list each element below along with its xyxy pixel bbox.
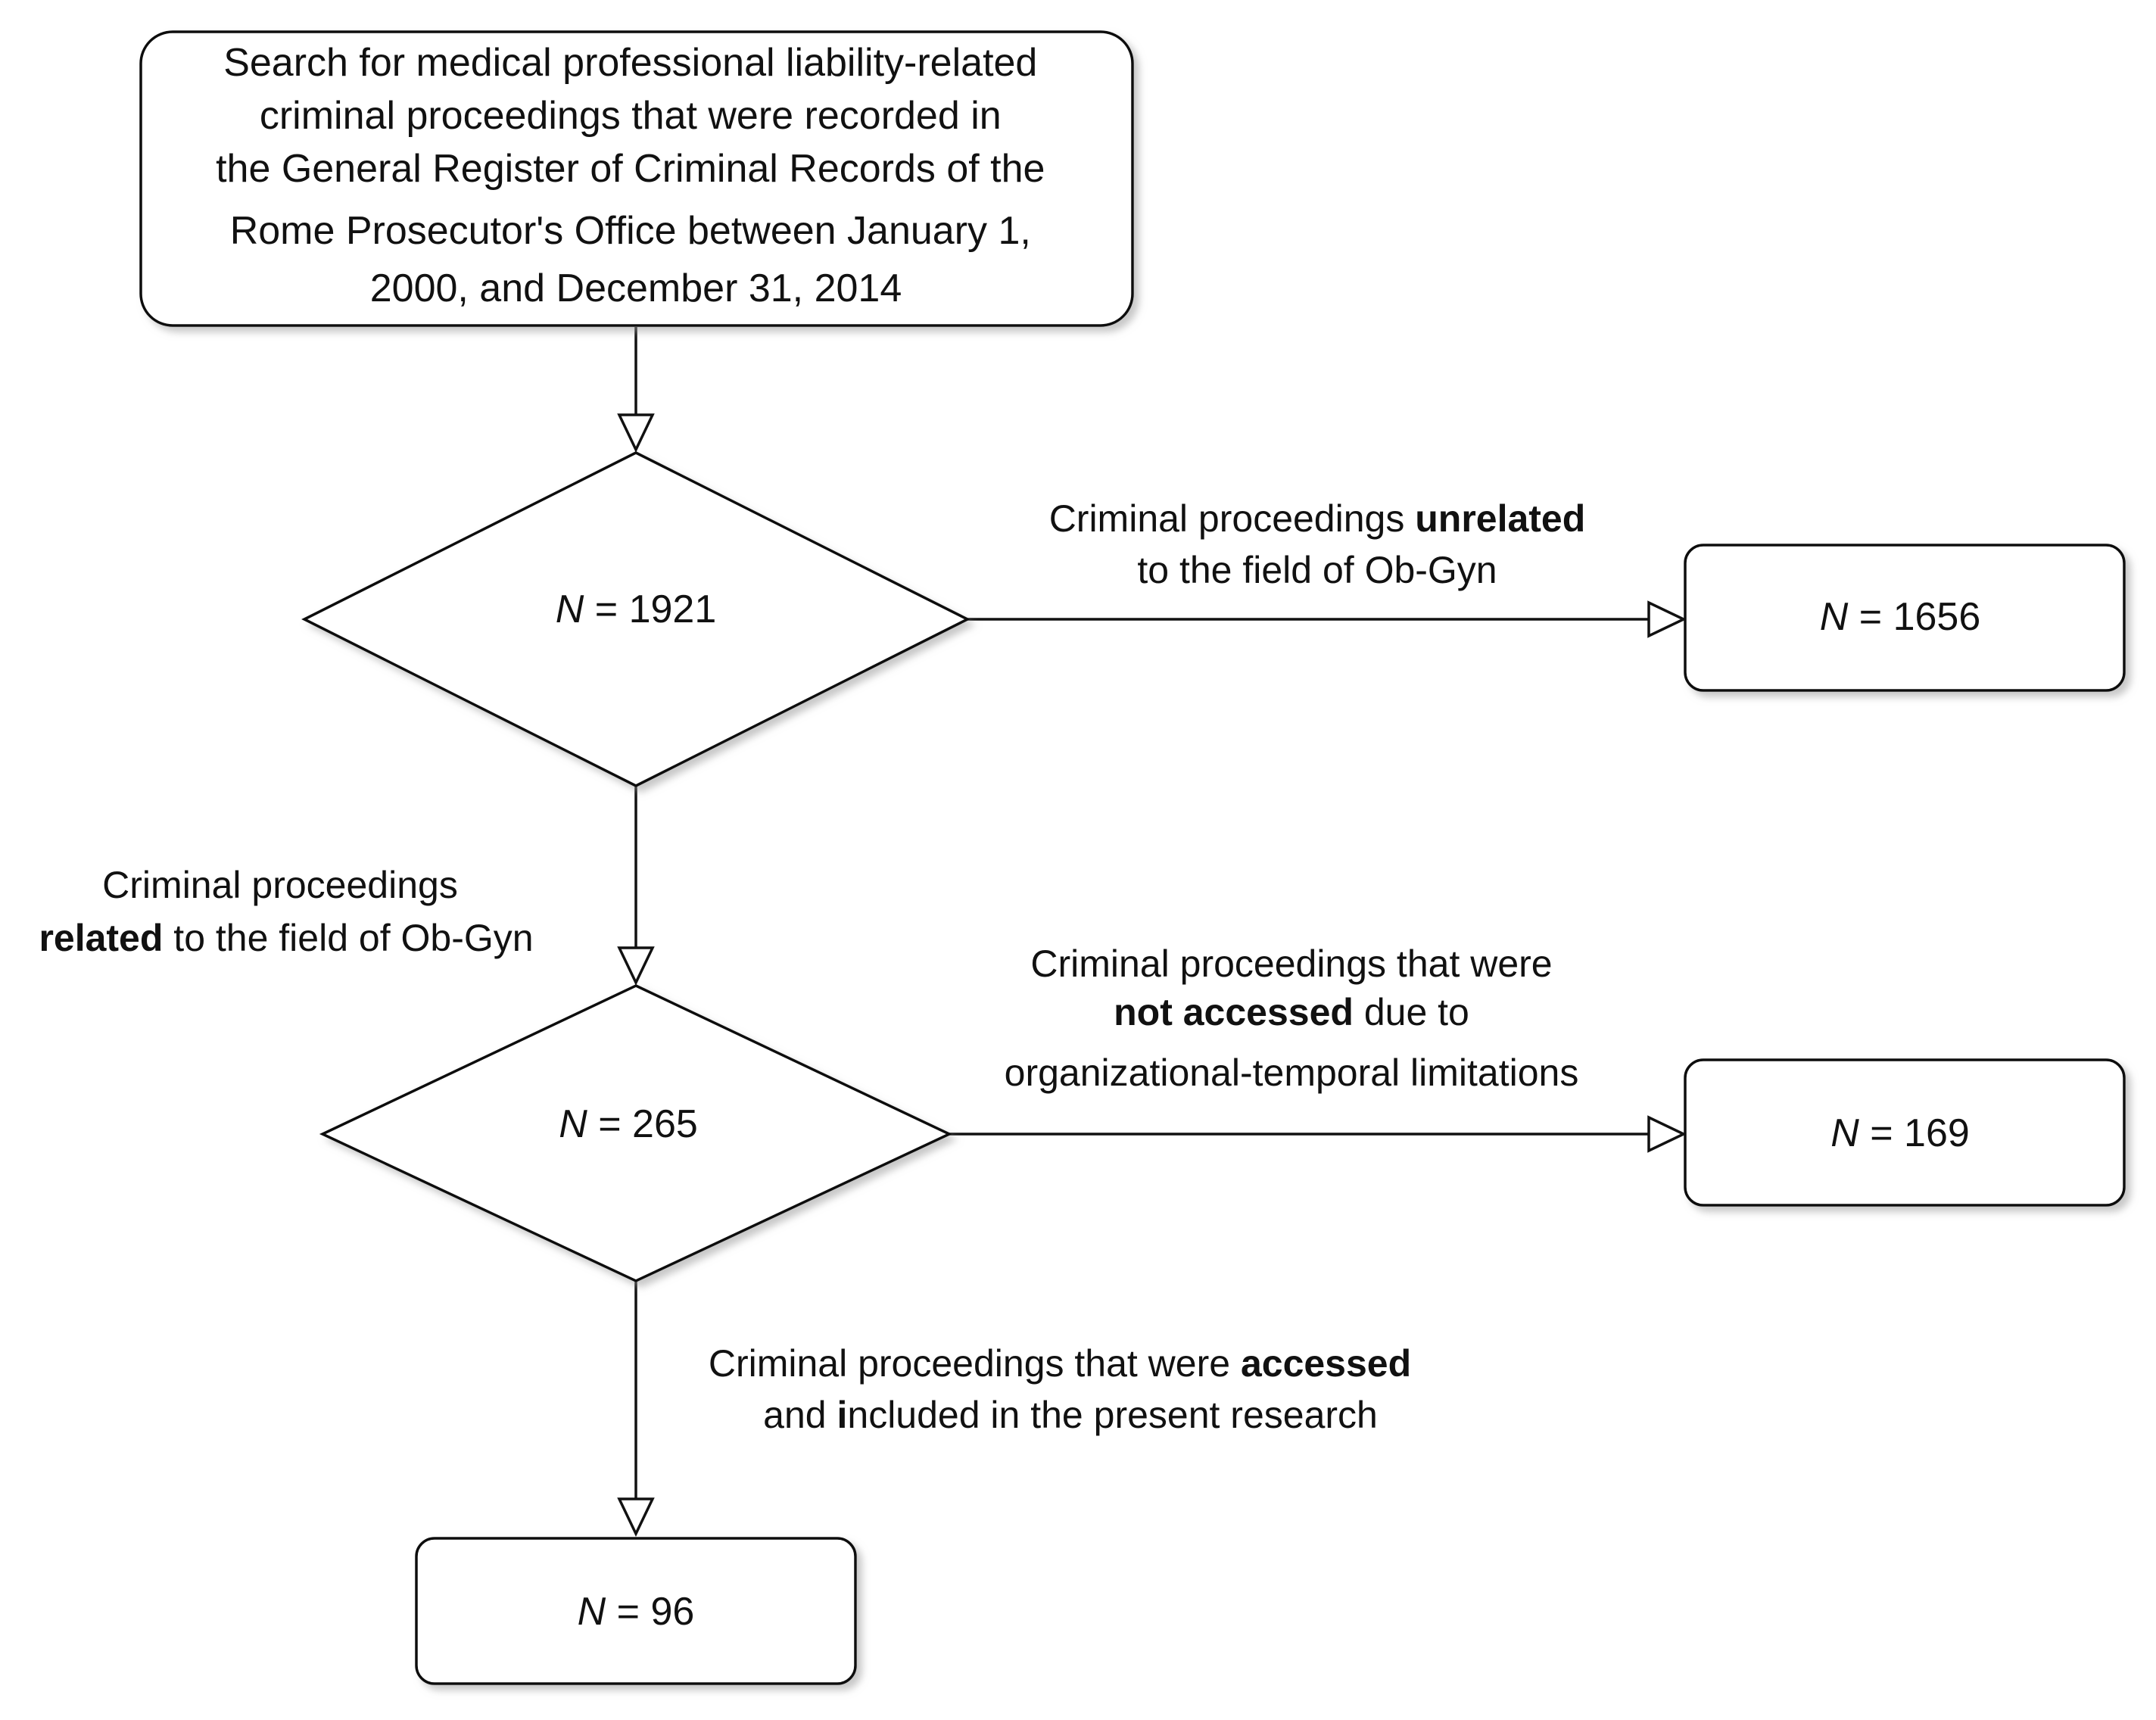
arrowhead-decision-1 <box>617 413 655 453</box>
final-node: N = 96 <box>415 1537 857 1685</box>
excluded-node-1-eq: = <box>1848 595 1893 639</box>
arrowhead-excluded-2 <box>1647 1115 1687 1153</box>
final-node-label: N = 96 <box>578 1590 695 1634</box>
edge-label-bold-text: related <box>39 917 163 959</box>
excluded-node-1-value: 1656 <box>1893 595 1981 639</box>
start-node-line: 2000, and December 31, 2014 <box>370 266 902 310</box>
start-node-box <box>139 30 1134 327</box>
edge-label-unrelated-line-1: Criminal proceedings unrelated <box>1049 497 1586 540</box>
edge-label-unrelated-line-2: to the field of Ob-Gyn <box>1137 549 1497 591</box>
edge-label-text: due to <box>1354 991 1469 1033</box>
decision-node-1-diamond <box>301 451 971 787</box>
decision-node-1: N = 1921 <box>301 451 971 787</box>
excluded-node-2-box <box>1684 1058 2126 1207</box>
edge-label-bold-text: not accessed <box>1114 991 1354 1033</box>
edge-label-related: Criminal proceedings related to the fiel… <box>39 864 533 959</box>
edge-label-bold-text: i <box>837 1394 847 1436</box>
start-node-line: the General Register of Criminal Records… <box>216 147 1045 191</box>
edge-label-not-accessed-line-2: not accessed due to <box>1114 991 1469 1033</box>
start-node-line: criminal proceedings that were recorded … <box>260 94 1002 138</box>
edge-label-text: to the field of Ob-Gyn <box>163 917 533 959</box>
edge-label-bold-text: unrelated <box>1415 497 1585 540</box>
excluded-node-2-value: 169 <box>1904 1111 1970 1155</box>
final-node-eq: = <box>606 1590 650 1634</box>
arrowhead-final <box>617 1497 655 1538</box>
edge-label-accessed-line-2: and included in the present research <box>763 1394 1378 1436</box>
edge-label-unrelated: Criminal proceedings unrelated to the fi… <box>1049 497 1586 591</box>
edge-label-not-accessed: Criminal proceedings that were not acces… <box>1005 943 1579 1094</box>
connectors <box>617 327 1687 1538</box>
edge-label-text: Criminal proceedings <box>1049 497 1416 540</box>
final-node-var: N <box>578 1590 606 1634</box>
decision-node-1-eq: = <box>584 587 628 631</box>
excluded-node-2-var: N <box>1830 1111 1859 1155</box>
excluded-node-1-box <box>1684 544 2126 692</box>
decision-node-2-var: N <box>559 1102 587 1146</box>
decision-node-2-value: 265 <box>632 1102 698 1146</box>
excluded-node-1: N = 1656 <box>1684 544 2126 692</box>
edge-label-related-line-1: Criminal proceedings <box>102 864 458 906</box>
edge-label-not-accessed-line-3: organizational-temporal limitations <box>1005 1052 1579 1094</box>
start-node-line: Rome Prosecutor's Office between January… <box>230 209 1031 253</box>
edge-label-text: and <box>763 1394 837 1436</box>
decision-node-2-diamond <box>319 984 953 1282</box>
decision-node-1-value: 1921 <box>629 587 717 631</box>
excluded-node-2-label: N = 169 <box>1830 1111 1970 1155</box>
arrowhead-excluded-1 <box>1647 600 1687 638</box>
excluded-node-1-label: N = 1656 <box>1820 595 1981 639</box>
final-node-box <box>415 1537 857 1685</box>
edge-label-accessed: Criminal proceedings that were accessed … <box>709 1342 1411 1436</box>
decision-node-2: N = 265 <box>319 984 953 1282</box>
excluded-node-1-var: N <box>1820 595 1849 639</box>
edge-label-text: ncluded in the present research <box>847 1394 1377 1436</box>
final-node-value: 96 <box>650 1590 694 1634</box>
arrowhead-decision-2 <box>617 946 655 986</box>
decision-node-1-var: N <box>556 587 584 631</box>
edge-label-accessed-line-1: Criminal proceedings that were accessed <box>709 1342 1411 1385</box>
edge-label-related-line-2: related to the field of Ob-Gyn <box>39 917 533 959</box>
decision-node-2-label: N = 265 <box>559 1102 698 1146</box>
excluded-node-2-eq: = <box>1859 1111 1904 1155</box>
decision-node-1-label: N = 1921 <box>556 587 717 631</box>
start-node: Search for medical professional liabilit… <box>139 30 1134 327</box>
edge-label-text: Criminal proceedings that were <box>709 1342 1241 1385</box>
start-node-text: Search for medical professional liabilit… <box>216 41 1056 310</box>
edge-label-not-accessed-line-1: Criminal proceedings that were <box>1030 943 1552 985</box>
decision-node-2-eq: = <box>587 1102 632 1146</box>
edge-label-bold-text: accessed <box>1241 1342 1411 1385</box>
excluded-node-2: N = 169 <box>1684 1058 2126 1207</box>
start-node-line: Search for medical professional liabilit… <box>223 41 1037 85</box>
